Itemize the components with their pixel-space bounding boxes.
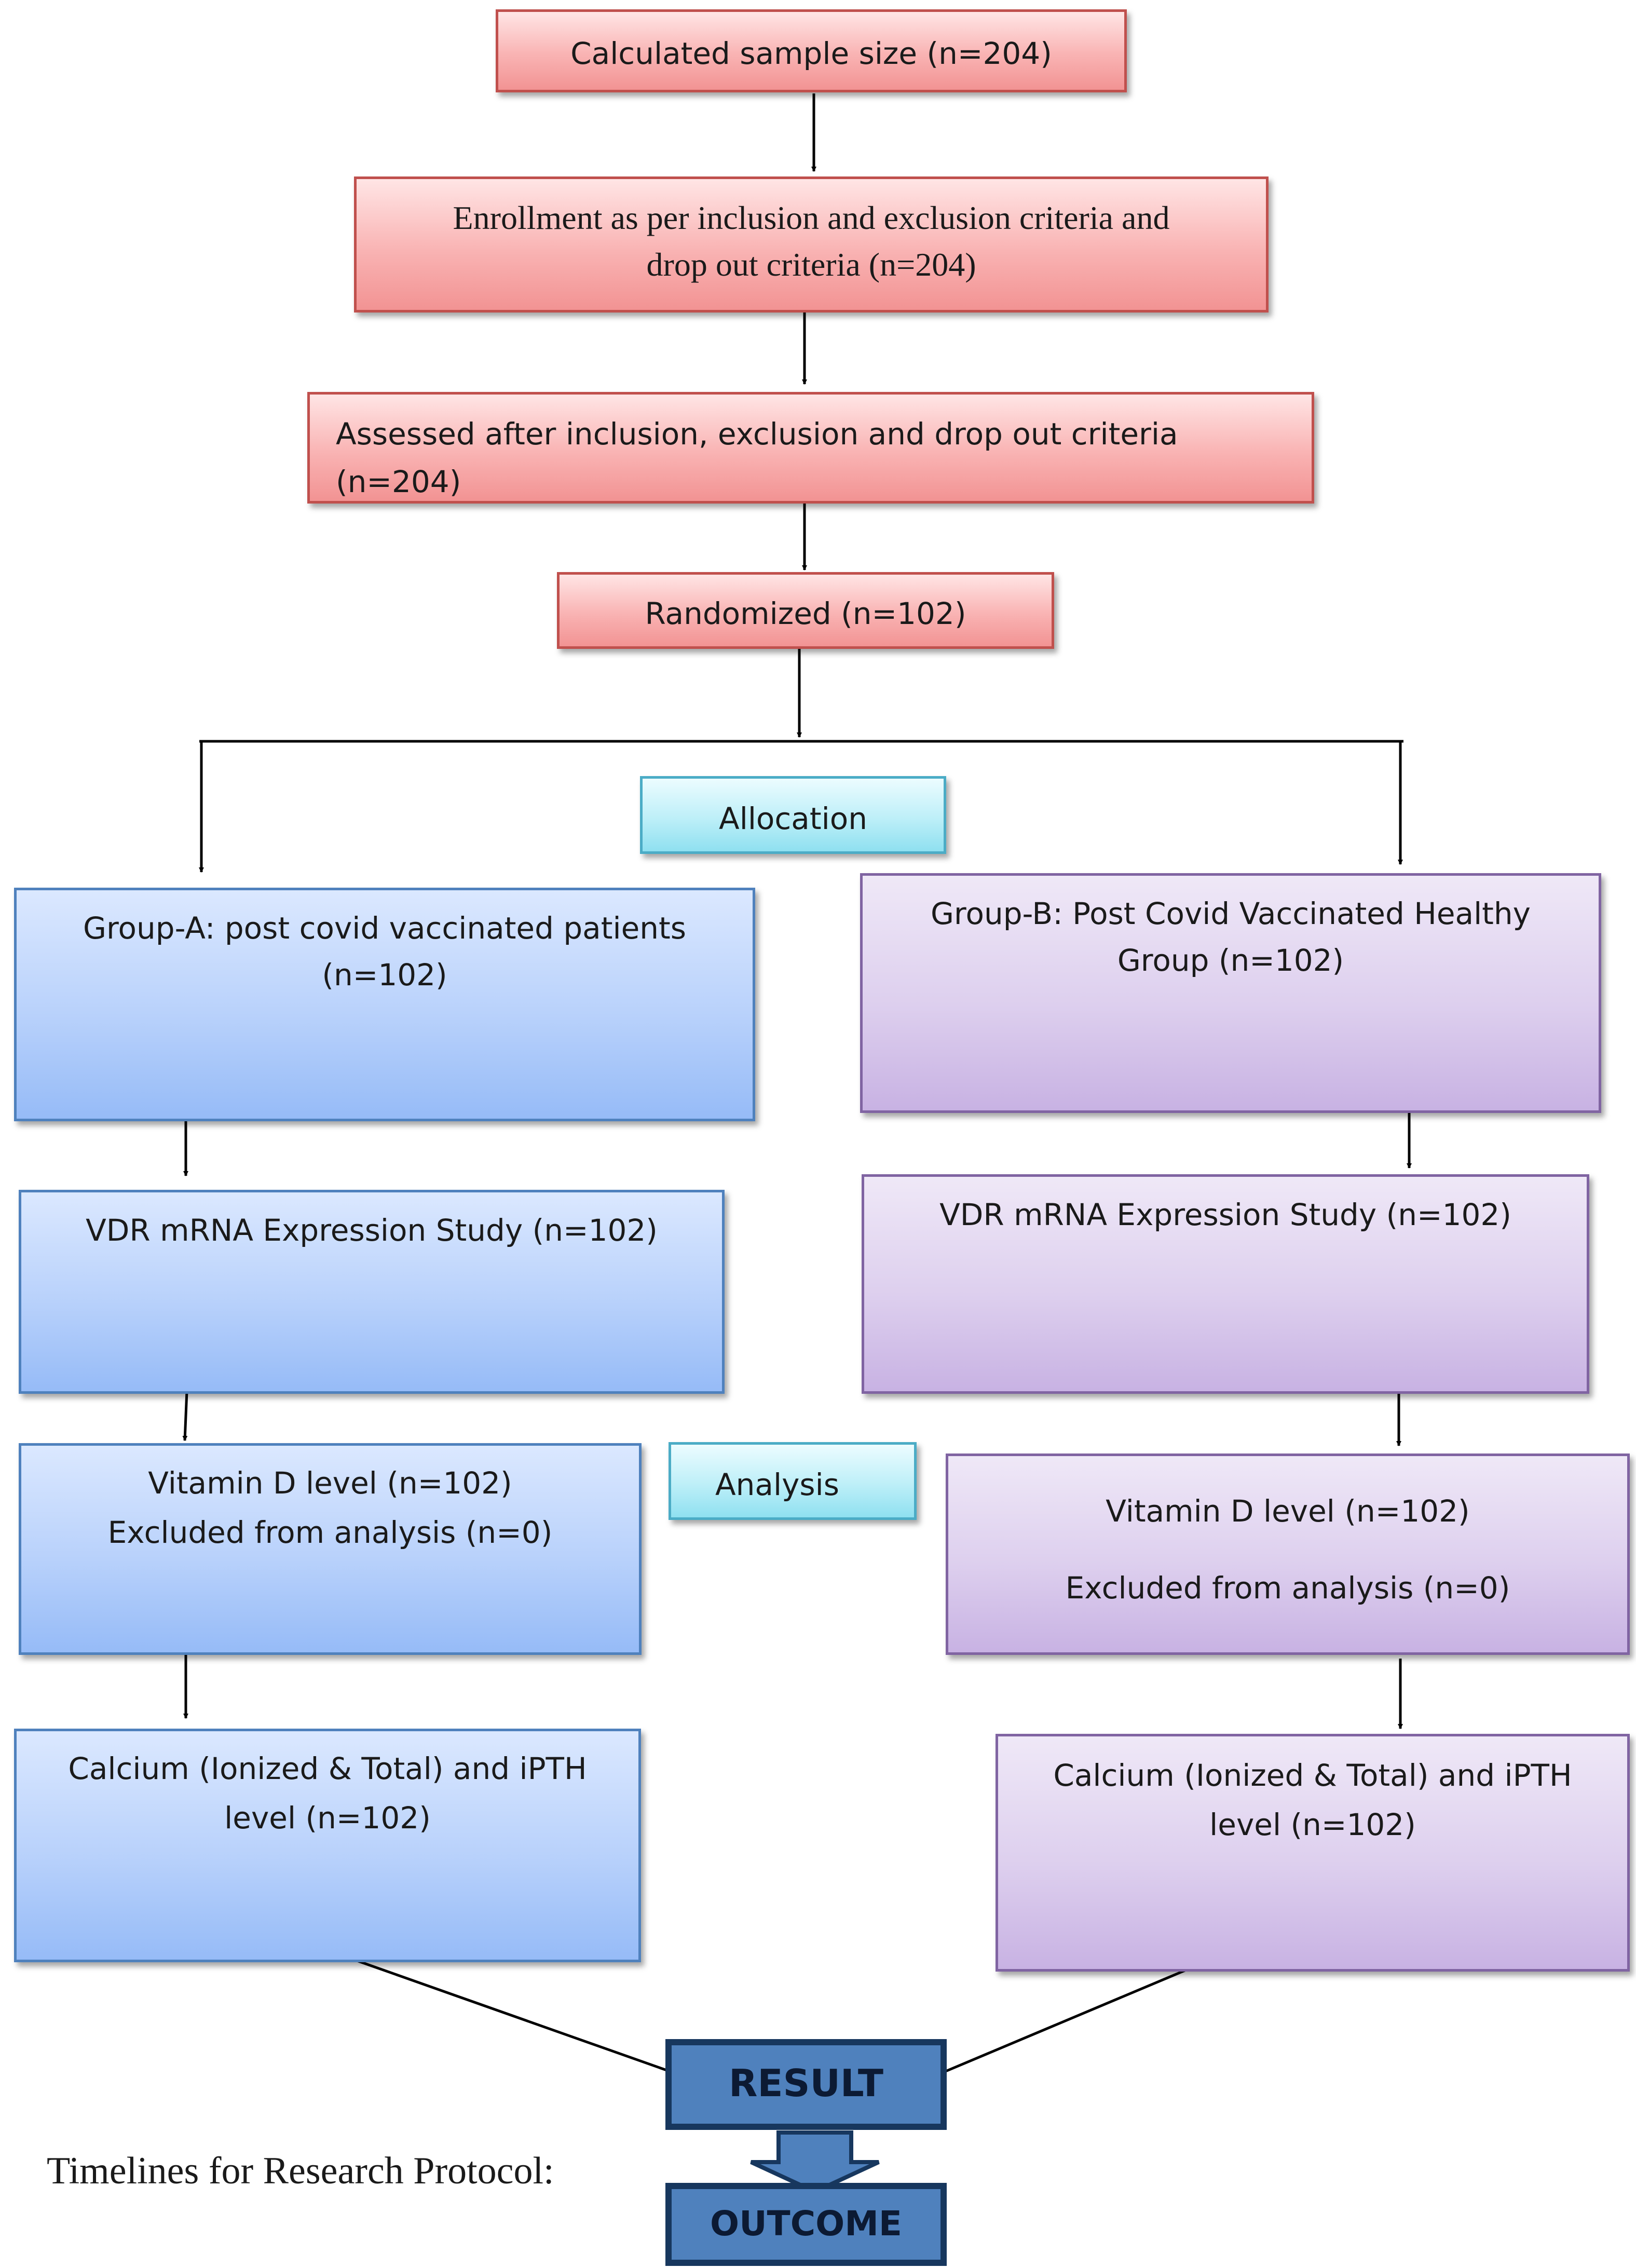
group-a-calcium-line-2: level (n=102) — [224, 1800, 431, 1836]
enrollment-line-1: Enrollment as per inclusion and exclusio… — [453, 199, 1170, 236]
group-a-box: Group-A: post covid vaccinated patients … — [14, 888, 755, 1121]
group-a-calcium-box: Calcium (Ionized & Total) and iPTH level… — [14, 1729, 641, 1962]
enrollment-line-2: drop out criteria (n=204) — [646, 246, 976, 283]
allocation-label: Allocation — [719, 801, 867, 836]
protocol-caption: Timelines for Research Protocol: — [47, 2150, 554, 2192]
assessed-line-1: Assessed after inclusion, exclusion and … — [336, 416, 1178, 452]
line-calcium-b-to-result — [945, 1968, 1187, 2073]
group-a-vitamin-d-box: Vitamin D level (n=102) Excluded from an… — [19, 1443, 642, 1655]
analysis-label: Analysis — [715, 1467, 839, 1502]
group-a-line-2: (n=102) — [322, 957, 447, 993]
group-a-vdr-label: VDR mRNA Expression Study (n=102) — [86, 1213, 658, 1248]
group-a-line-1: Group-A: post covid vaccinated patients — [83, 911, 686, 946]
enrollment-box: Enrollment as per inclusion and exclusio… — [354, 176, 1269, 313]
assessed-box: Assessed after inclusion, exclusion and … — [307, 392, 1314, 504]
group-b-vitamin-d-line-1: Vitamin D level (n=102) — [1106, 1493, 1470, 1529]
arrow-vdr-a-to-vitd — [182, 1391, 188, 1441]
group-a-calcium-line-1: Calcium (Ionized & Total) and iPTH — [68, 1751, 587, 1786]
group-b-calcium-line-1: Calcium (Ionized & Total) and iPTH — [1053, 1758, 1572, 1793]
line-calcium-a-to-result — [353, 1958, 670, 2073]
sample-size-box: Calculated sample size (n=204) — [496, 9, 1127, 92]
group-a-vitamin-d-line-1: Vitamin D level (n=102) — [148, 1465, 512, 1501]
group-b-vitamin-d-box: Vitamin D level (n=102) Excluded from an… — [946, 1454, 1630, 1655]
sample-size-label: Calculated sample size (n=204) — [570, 36, 1052, 71]
group-b-calcium-box: Calcium (Ionized & Total) and iPTH level… — [996, 1734, 1630, 1972]
outcome-box: OUTCOME — [665, 2183, 947, 2266]
outcome-label: OUTCOME — [710, 2204, 903, 2244]
group-a-vdr-box: VDR mRNA Expression Study (n=102) — [19, 1190, 725, 1394]
group-b-line-2: Group (n=102) — [1117, 943, 1344, 978]
group-b-vdr-label: VDR mRNA Expression Study (n=102) — [939, 1197, 1511, 1232]
assessed-line-2: (n=204) — [336, 464, 461, 499]
group-a-excluded-line: Excluded from analysis (n=0) — [107, 1515, 553, 1550]
result-label: RESULT — [728, 2061, 884, 2105]
analysis-label-box: Analysis — [669, 1442, 917, 1520]
group-b-line-1: Group-B: Post Covid Vaccinated Healthy — [930, 896, 1531, 931]
randomized-box: Randomized (n=102) — [557, 572, 1054, 649]
group-b-calcium-line-2: level (n=102) — [1209, 1807, 1416, 1842]
randomized-label: Randomized (n=102) — [645, 596, 966, 631]
result-box: RESULT — [665, 2039, 947, 2130]
allocation-label-box: Allocation — [640, 776, 946, 854]
result-to-outcome-arrow — [750, 2130, 880, 2194]
group-b-vdr-box: VDR mRNA Expression Study (n=102) — [862, 1174, 1589, 1394]
group-b-box: Group-B: Post Covid Vaccinated Healthy G… — [860, 873, 1601, 1113]
group-b-excluded-line: Excluded from analysis (n=0) — [1065, 1570, 1510, 1606]
